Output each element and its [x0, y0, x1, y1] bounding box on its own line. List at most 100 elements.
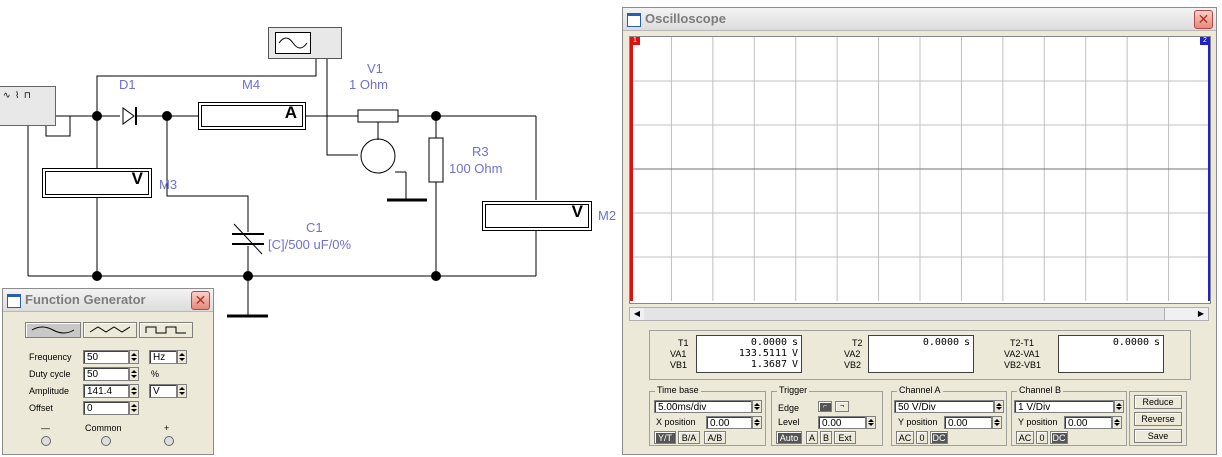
- horizontal-scrollbar[interactable]: ◀ ▶: [629, 307, 1209, 321]
- channel-a-scale-select[interactable]: 50 V/Div: [894, 400, 994, 413]
- channel-a-y-position-input[interactable]: 0.00: [944, 416, 992, 429]
- common-terminal-label: Common: [85, 423, 122, 433]
- time-base-select[interactable]: 5.00ms/div: [654, 400, 752, 413]
- t1-value: 0.0000: [750, 337, 787, 348]
- x-position-input[interactable]: 0.00: [706, 416, 752, 429]
- amplitude-stepper[interactable]: [129, 384, 139, 398]
- falling-edge-button[interactable]: ¬: [835, 401, 849, 412]
- square-wave-button[interactable]: [139, 322, 193, 338]
- time-base-group: Time base 5.00ms/div X position 0.00 Y/T…: [649, 385, 766, 446]
- trigger-b-button[interactable]: B: [820, 431, 832, 444]
- voltmeter-m2[interactable]: V: [482, 201, 592, 231]
- ab-mode-button[interactable]: A/B: [704, 431, 726, 444]
- t2-t1-value: 0.0000: [1112, 337, 1149, 348]
- duty-cycle-input[interactable]: 50: [83, 367, 129, 381]
- frequency-input[interactable]: 50: [83, 350, 129, 364]
- duty-cycle-unit: %: [151, 369, 160, 379]
- level-stepper[interactable]: [866, 416, 876, 429]
- schematic-wires: [27, 56, 537, 318]
- function-generator-window[interactable]: Function Generator ✕ Frequency 50 Hz Dut…: [2, 288, 214, 455]
- oscilloscope-symbol[interactable]: [268, 27, 342, 59]
- frequency-unit-select[interactable]: Hz: [149, 350, 177, 364]
- amplitude-unit-stepper[interactable]: [177, 384, 187, 398]
- ammeter-unit: A: [284, 103, 297, 122]
- sine-wave-icon: [275, 32, 311, 54]
- trigger-a-button[interactable]: A: [806, 431, 818, 444]
- close-button[interactable]: ✕: [1194, 10, 1213, 29]
- oscilloscope-window[interactable]: Oscilloscope ✕ 1 2 ◀ ▶ T1 VA1 VB1 0.0000…: [622, 7, 1217, 455]
- oscilloscope-titlebar[interactable]: Oscilloscope ✕: [623, 8, 1216, 31]
- channel-a-zero-button[interactable]: 0: [916, 431, 928, 444]
- vb2-label: VB2: [844, 360, 862, 370]
- save-button[interactable]: Save: [1134, 429, 1182, 443]
- channel-b-zero-button[interactable]: 0: [1036, 431, 1048, 444]
- minus-terminal-label: —: [41, 423, 50, 433]
- channel-a-y-position-label: Y position: [898, 417, 938, 427]
- ba-mode-button[interactable]: B/A: [678, 431, 700, 444]
- time-base-stepper[interactable]: [752, 400, 762, 413]
- cursor-2-marker[interactable]: 2: [1200, 37, 1210, 45]
- voltmeter-m3[interactable]: V: [42, 168, 152, 198]
- channel-a-y-position-stepper[interactable]: [992, 416, 1002, 429]
- reverse-button[interactable]: Reverse: [1134, 412, 1182, 426]
- channel-b-y-position-stepper[interactable]: [1112, 416, 1122, 429]
- function-generator-titlebar[interactable]: Function Generator ✕: [3, 289, 213, 312]
- t2-t1-display: 0.0000 s: [1058, 335, 1164, 373]
- sine-wave-button[interactable]: [25, 322, 81, 338]
- scroll-thumb[interactable]: [644, 308, 1165, 320]
- plus-terminal[interactable]: [164, 436, 174, 446]
- channel-b-title: Channel B: [1017, 385, 1064, 395]
- offset-stepper[interactable]: [129, 401, 139, 415]
- auto-trigger-button[interactable]: Auto: [776, 431, 802, 444]
- v1-value: 1 Ohm: [349, 77, 389, 92]
- duty-cycle-stepper[interactable]: [129, 367, 139, 381]
- trigger-ext-button[interactable]: Ext: [834, 431, 856, 444]
- offset-input[interactable]: 0: [83, 401, 129, 415]
- channel-a-dc-button[interactable]: DC: [930, 431, 948, 444]
- x-position-label: X position: [656, 417, 696, 427]
- common-terminal[interactable]: [101, 436, 111, 446]
- t2-display: 0.0000 s: [868, 335, 974, 373]
- channel-a-ac-button[interactable]: AC: [896, 431, 914, 444]
- m2-label: M2: [598, 208, 617, 223]
- channel-a-scale-stepper[interactable]: [994, 400, 1004, 413]
- channel-a-title: Channel A: [897, 385, 943, 395]
- circuit-schematic[interactable]: ∿ ⌇ ⊓ A V V D1 M4 V1 1 Ohm R3 100 Ohm M3…: [0, 0, 620, 457]
- vb1-unit: V: [791, 359, 798, 370]
- reduce-button[interactable]: Reduce: [1134, 395, 1182, 409]
- va2-va1-label: VA2-VA1: [1004, 349, 1040, 359]
- r3-label: R3: [472, 144, 489, 159]
- cursor-2[interactable]: [1208, 37, 1210, 301]
- amplitude-input[interactable]: 141.4: [83, 384, 129, 398]
- function-generator-symbol[interactable]: ∿ ⌇ ⊓: [0, 86, 56, 126]
- t2-t1-label: T2-T1: [1010, 338, 1035, 348]
- channel-b-scale-stepper[interactable]: [1114, 400, 1124, 413]
- yt-mode-button[interactable]: Y/T: [654, 431, 676, 444]
- m4-label: M4: [242, 77, 261, 92]
- x-position-stepper[interactable]: [752, 416, 762, 429]
- channel-b-y-position-input[interactable]: 0.00: [1064, 416, 1112, 429]
- channel-b-ac-button[interactable]: AC: [1016, 431, 1034, 444]
- frequency-label: Frequency: [29, 352, 72, 362]
- cursor-1-marker[interactable]: 1: [630, 37, 640, 45]
- minus-terminal[interactable]: [41, 436, 51, 446]
- scroll-right-button[interactable]: ▶: [1197, 309, 1205, 318]
- scope-screen[interactable]: 1 2: [629, 36, 1211, 304]
- triangle-wave-button[interactable]: [83, 322, 137, 338]
- amplitude-unit-select[interactable]: V: [149, 384, 177, 398]
- t2-t1-unit: s: [1153, 337, 1160, 348]
- va2-label: VA2: [844, 349, 861, 359]
- cursor-1[interactable]: [630, 37, 633, 301]
- frequency-unit-stepper[interactable]: [177, 350, 187, 364]
- vb2-vb1-label: VB2-VB1: [1004, 360, 1042, 370]
- channel-b-scale-select[interactable]: 1 V/Div: [1014, 400, 1114, 413]
- scroll-left-button[interactable]: ◀: [633, 309, 641, 318]
- level-input[interactable]: 0.00: [818, 416, 866, 429]
- readout-panel: T1 VA1 VB1 0.0000 s 133.5111 V 1.3687 V …: [649, 330, 1191, 380]
- close-button[interactable]: ✕: [191, 291, 210, 310]
- rising-edge-button[interactable]: ⌐: [818, 401, 832, 412]
- t1-label: T1: [678, 338, 689, 348]
- ammeter-m4[interactable]: A: [198, 102, 306, 130]
- frequency-stepper[interactable]: [129, 350, 139, 364]
- channel-b-dc-button[interactable]: DC: [1050, 431, 1068, 444]
